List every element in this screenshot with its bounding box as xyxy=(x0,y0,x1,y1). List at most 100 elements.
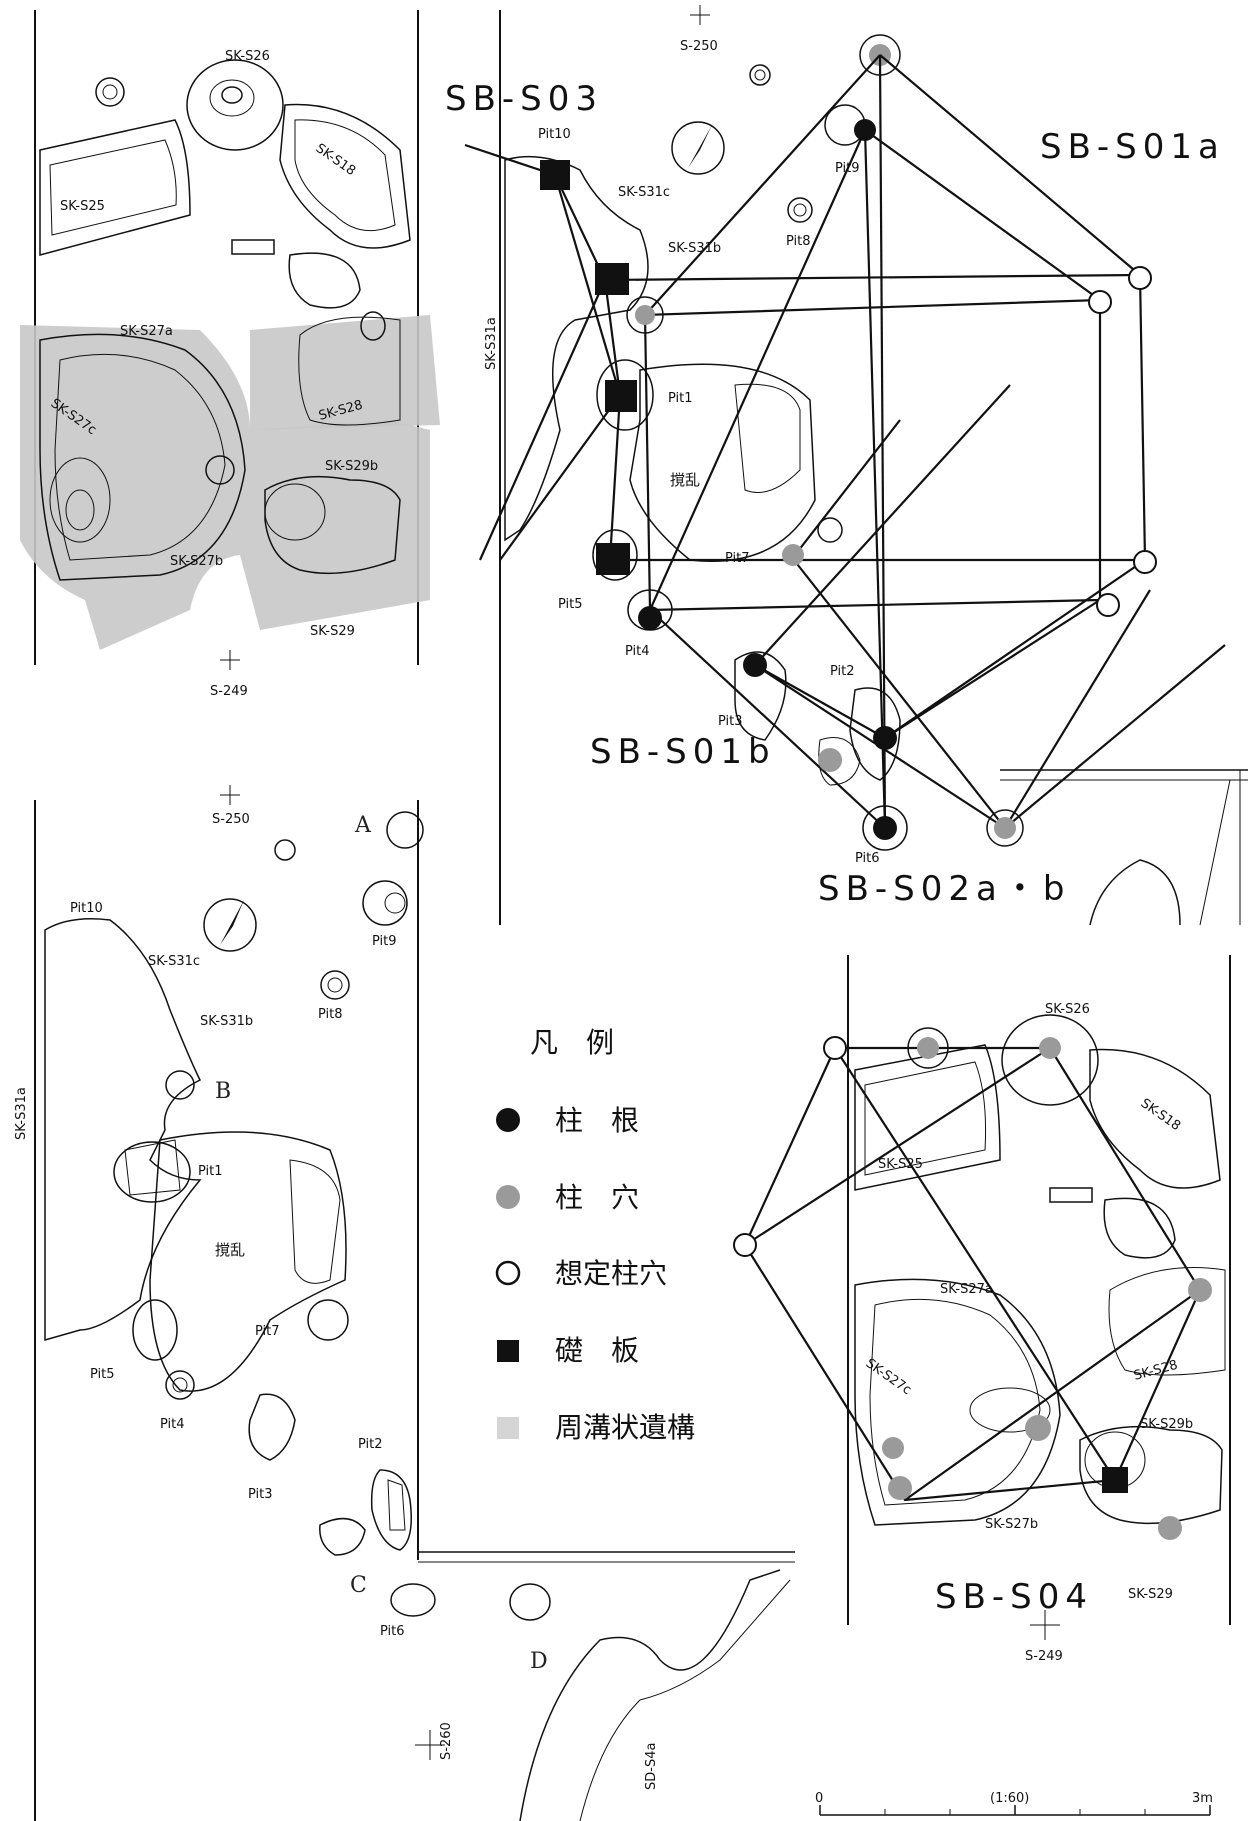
post-hole-marker xyxy=(635,305,655,325)
legend-foundation-board-symbol xyxy=(497,1340,519,1362)
label-sk-s27b-br: SK-S27b xyxy=(985,1517,1038,1532)
scale-bar: 0 (1:60) 3m xyxy=(815,1791,1213,1816)
trench-band xyxy=(20,325,430,650)
label-sk-s27a: SK-S27a xyxy=(120,324,173,339)
pit-label-pit2: Pit2 xyxy=(830,664,855,679)
scale-ratio-label: (1:60) xyxy=(990,1791,1029,1806)
label-sk-s31a: SK-S31a xyxy=(484,317,499,370)
label-sk-s26: SK-S26 xyxy=(225,49,270,64)
panel-top-right: S-250 撹乱 xyxy=(445,5,1248,926)
legend: 凡 例 柱 根 柱 穴 想定柱穴 礎 板 周溝状遺構 xyxy=(495,1026,695,1444)
post-hole-marker xyxy=(1188,1278,1212,1302)
legend-label-trench: 周溝状遺構 xyxy=(555,1411,695,1444)
label-sd-s4a: SD-S4a xyxy=(644,1743,659,1790)
pit-label-pit7-b: Pit7 xyxy=(255,1324,280,1339)
pit-label-pit3-b: Pit3 xyxy=(248,1487,273,1502)
assumed-post-hole-marker xyxy=(1096,593,1120,617)
post-root-marker xyxy=(638,606,662,630)
assumed-post-hole-marker xyxy=(1133,550,1157,574)
post-root-marker xyxy=(854,119,876,141)
grid-label-s249-top: S-249 xyxy=(210,684,248,699)
structure-label-sb-s02ab: SB-S02a・b xyxy=(818,869,1070,909)
structure-label-sb-s04: SB-S04 xyxy=(935,1577,1093,1617)
grid-label-s250-bottom: S-250 xyxy=(212,812,250,827)
label-sk-s31c-b: SK-S31c xyxy=(148,954,200,969)
foundation-board-marker xyxy=(540,160,570,190)
pit-label-pit6: Pit6 xyxy=(855,851,880,866)
pit-label-pit4-b: Pit4 xyxy=(160,1417,185,1432)
pit-label-pit4: Pit4 xyxy=(625,644,650,659)
section-letter-a: A xyxy=(354,813,372,838)
assumed-post-hole-marker xyxy=(733,1233,757,1257)
section-letter-d: D xyxy=(530,1649,548,1674)
foundation-board-marker xyxy=(596,543,630,575)
post-hole-marker xyxy=(1039,1037,1061,1059)
post-root-marker xyxy=(873,816,897,840)
label-sk-s18: SK-S18 xyxy=(313,141,358,179)
pit-label-pit8-b: Pit8 xyxy=(318,1007,343,1022)
legend-assumed-post-hole-symbol xyxy=(495,1260,521,1286)
label-sk-s31c: SK-S31c xyxy=(618,185,670,200)
post-hole-marker xyxy=(1158,1516,1182,1540)
label-sk-s31b: SK-S31b xyxy=(668,241,721,256)
post-hole-marker xyxy=(782,544,804,566)
pit-label-pit9-b: Pit9 xyxy=(372,934,397,949)
post-root-marker xyxy=(743,653,767,677)
disturbance-label-bottom: 撹乱 xyxy=(215,1241,245,1259)
structure-lines-top xyxy=(464,54,1226,829)
pit-label-pit1: Pit1 xyxy=(668,391,693,406)
label-sk-s31a-b: SK-S31a xyxy=(14,1087,29,1140)
grid-label-s260: S-260 xyxy=(439,1722,454,1760)
structure-label-sb-s01a: SB-S01a xyxy=(1040,127,1225,167)
pit-label-pit6-b: Pit6 xyxy=(380,1624,405,1639)
scale-end-label: 3m xyxy=(1192,1791,1213,1806)
label-sk-s27a-br: SK-S27a xyxy=(940,1282,993,1297)
pit-label-pit2-b: Pit2 xyxy=(358,1437,383,1452)
grid-label-s250-top: S-250 xyxy=(680,39,718,54)
label-sk-s25: SK-S25 xyxy=(60,199,105,214)
section-letter-c: C xyxy=(350,1573,367,1598)
legend-label-foundation-board: 礎 板 xyxy=(555,1334,639,1367)
post-root-marker xyxy=(873,726,897,750)
structure-label-sb-s01b: SB-S01b xyxy=(590,732,776,772)
pit-label-pit8: Pit8 xyxy=(786,234,811,249)
label-sk-s26-br: SK-S26 xyxy=(1045,1002,1090,1017)
post-hole-marker xyxy=(818,748,842,772)
legend-label-post-hole: 柱 穴 xyxy=(555,1181,639,1214)
legend-post-root-symbol xyxy=(496,1108,520,1132)
label-sk-s29-br: SK-S29 xyxy=(1128,1587,1173,1602)
pit-label-pit1-b: Pit1 xyxy=(198,1164,223,1179)
foundation-board-marker xyxy=(595,263,629,295)
grid-label-s249-br: S-249 xyxy=(1025,1649,1063,1664)
post-hole-marker xyxy=(917,1037,939,1059)
label-sk-s27b: SK-S27b xyxy=(170,554,223,569)
structure-label-sb-s03: SB-S03 xyxy=(445,79,603,119)
disturbance-label-top: 撹乱 xyxy=(670,471,700,489)
label-sk-s29b: SK-S29b xyxy=(325,459,378,474)
pit-label-pit5: Pit5 xyxy=(558,597,583,612)
panel-bottom-left: S-250 A B C D S-260 撹乱 xyxy=(14,785,795,1821)
assumed-post-hole-marker xyxy=(1088,290,1112,314)
pit-label-pit9: Pit9 xyxy=(835,161,860,176)
label-sk-s18-br: SK-S18 xyxy=(1138,1096,1183,1134)
post-hole-marker xyxy=(994,817,1016,839)
legend-label-assumed-post-hole: 想定柱穴 xyxy=(555,1257,667,1290)
legend-label-post-root: 柱 根 xyxy=(555,1104,639,1137)
structure-lines-sb-s04 xyxy=(743,1046,1202,1502)
pit-label-pit10: Pit10 xyxy=(538,127,571,142)
panel-bottom-right: SB-S04 SK-S26 SK-S18 SK-S25 SK-S27a SK-S… xyxy=(733,955,1231,1664)
panel-top-left: S-249 SK-S26 SK-S18 SK-S25 SK-S27a SK-S2… xyxy=(20,10,440,699)
foundation-board-marker xyxy=(1102,1467,1128,1493)
label-sk-s28-br: SK-S28 xyxy=(1132,1358,1179,1384)
pit-label-pit5-b: Pit5 xyxy=(90,1367,115,1382)
pit-label-pit10-b: Pit10 xyxy=(70,901,103,916)
label-sk-s31b-b: SK-S31b xyxy=(200,1014,253,1029)
assumed-post-hole-marker xyxy=(823,1036,847,1060)
label-sk-s29b-br: SK-S29b xyxy=(1140,1417,1193,1432)
legend-post-hole-symbol xyxy=(496,1185,520,1209)
post-hole-marker xyxy=(1025,1415,1051,1441)
legend-trench-symbol xyxy=(497,1417,519,1439)
pit-label-pit7: Pit7 xyxy=(725,551,750,566)
legend-title: 凡 例 xyxy=(530,1026,614,1059)
